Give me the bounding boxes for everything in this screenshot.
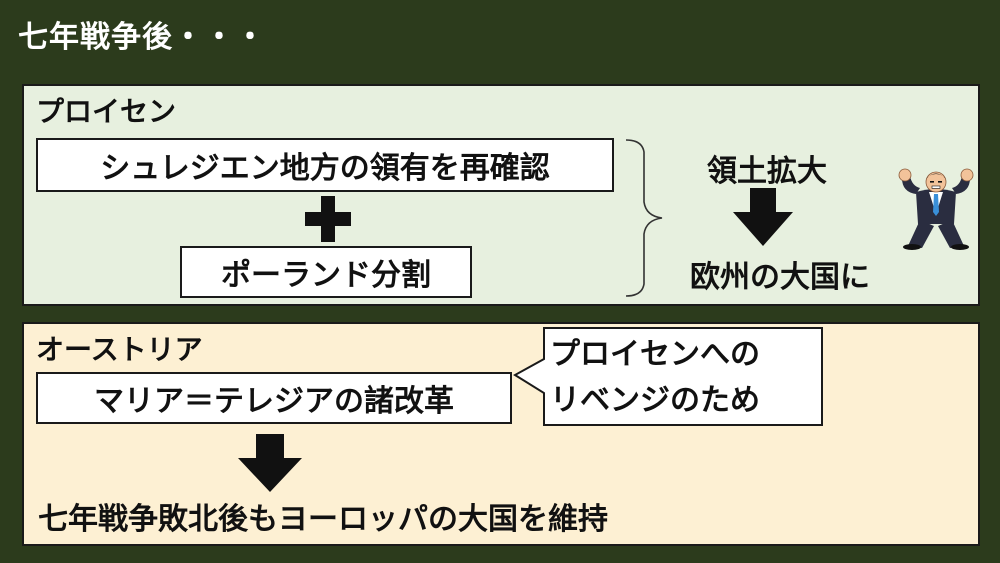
brace-icon	[625, 139, 663, 297]
bubble-line-2: リベンジのため	[550, 383, 760, 418]
speech-bubble-icon	[513, 327, 823, 426]
bubble-line-1: プロイセンへの	[550, 337, 760, 372]
austria-conclusion-text: 七年戦争敗北後もヨーロッパの大国を維持	[38, 502, 608, 537]
down-arrow-icon	[238, 434, 302, 492]
poland-partition-box: ポーランド分割	[180, 246, 472, 298]
silesia-box: シュレジエン地方の領有を再確認	[36, 138, 614, 192]
plus-icon	[305, 196, 351, 242]
great-power-text: 欧州の大国に	[690, 260, 870, 295]
speech-bubble-text: プロイセンへの リベンジのため	[550, 332, 760, 424]
territory-expansion-text: 領土拡大	[707, 154, 827, 189]
down-arrow-icon	[733, 188, 793, 246]
maria-theresa-reform-box: マリア＝テレジアの諸改革	[36, 372, 512, 424]
page-title: 七年戦争後・・・	[18, 20, 266, 55]
prussia-heading: プロイセン	[36, 95, 177, 128]
strongman-icon	[898, 168, 974, 250]
austria-heading: オーストリア	[36, 333, 203, 366]
